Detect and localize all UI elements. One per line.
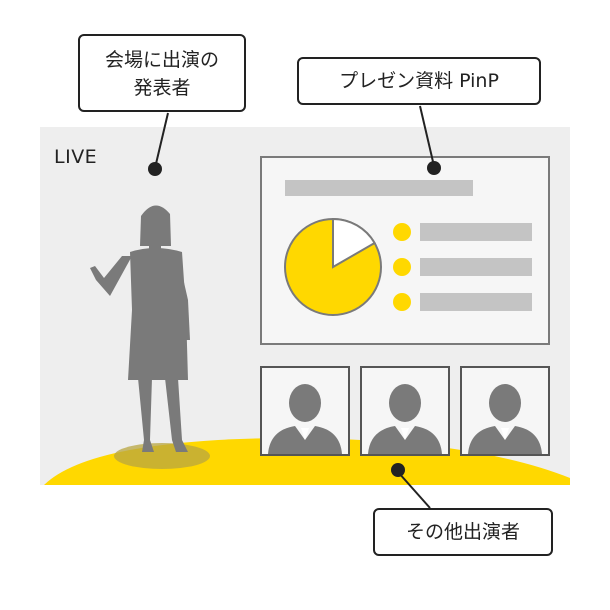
leader-line-others bbox=[397, 471, 431, 509]
callout-pinp: プレゼン資料 PinP bbox=[297, 57, 541, 105]
leader-dot-others bbox=[391, 463, 405, 477]
spotlight-shadow bbox=[114, 443, 210, 469]
bullet-list bbox=[393, 223, 532, 311]
performer-thumb-1 bbox=[260, 366, 350, 456]
bullet-dot bbox=[393, 223, 411, 241]
leader-line-pinp bbox=[419, 105, 435, 167]
performer-thumb-2 bbox=[360, 366, 450, 456]
callout-presenter: 会場に出演の 発表者 bbox=[78, 34, 246, 112]
slide-title-bar bbox=[285, 180, 473, 196]
bullet-bar bbox=[420, 223, 532, 241]
callout-presenter-line2: 発表者 bbox=[133, 77, 191, 99]
presenter-silhouette bbox=[90, 205, 190, 452]
leader-dot-presenter bbox=[148, 162, 162, 176]
leader-dot-pinp bbox=[427, 161, 441, 175]
callout-others: その他出演者 bbox=[373, 508, 553, 556]
bullet-dot bbox=[393, 258, 411, 276]
leader-line-presenter bbox=[154, 112, 169, 169]
pie-chart bbox=[284, 217, 382, 316]
bullet-dot bbox=[393, 293, 411, 311]
bullet-bar bbox=[420, 293, 532, 311]
live-label: LIVE bbox=[54, 146, 98, 168]
performer-thumb-3 bbox=[460, 366, 550, 456]
callout-presenter-line1: 会場に出演の bbox=[104, 49, 219, 71]
performer-thumbnails bbox=[260, 366, 550, 456]
bullet-bar bbox=[420, 258, 532, 276]
